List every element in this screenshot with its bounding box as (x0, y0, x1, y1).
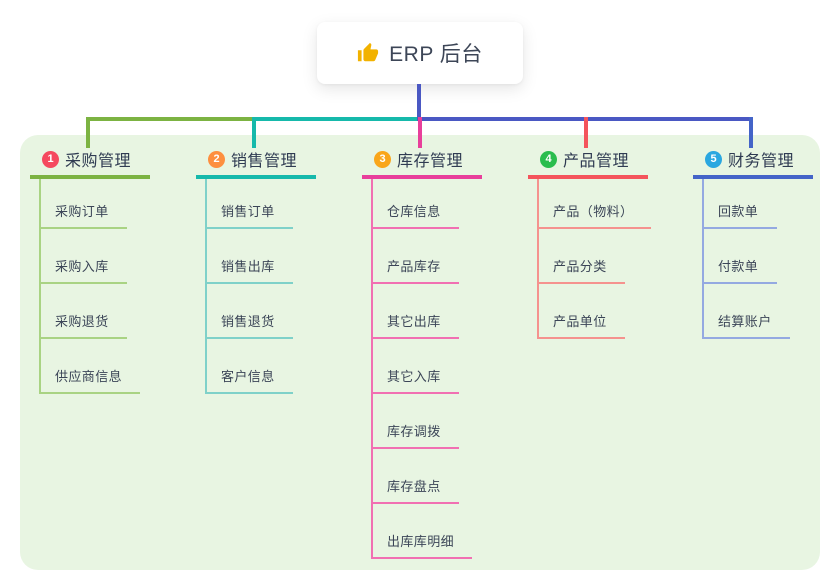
branch-node-2[interactable]: 2 销售管理 (208, 147, 297, 171)
branch-badge-1: 1 (42, 150, 59, 168)
branch-badge-5: 5 (705, 150, 722, 168)
branch-label-4: 产品管理 (563, 153, 630, 170)
branch-drop-line-5 (749, 117, 753, 148)
child-node[interactable]: 产品库存 (387, 259, 441, 274)
child-underline (39, 227, 127, 229)
branch-node-4[interactable]: 4 产品管理 (540, 147, 629, 171)
branch-underline-3 (362, 175, 482, 179)
child-underline (702, 282, 777, 284)
branch-label-5: 财务管理 (728, 153, 795, 170)
child-node[interactable]: 产品（物料） (553, 204, 634, 219)
branch-underline-1 (30, 175, 150, 179)
child-node[interactable]: 采购退货 (55, 314, 109, 329)
child-node[interactable]: 库存盘点 (387, 479, 441, 494)
child-node[interactable]: 产品分类 (553, 259, 607, 274)
branch-drop-line-1 (86, 117, 90, 148)
branch-spine-1 (39, 179, 41, 394)
branch-label-1: 采购管理 (65, 153, 132, 170)
branch-drop-line-4 (584, 117, 588, 148)
child-underline (702, 337, 790, 339)
child-node[interactable]: 供应商信息 (55, 369, 123, 384)
child-node[interactable]: 仓库信息 (387, 204, 441, 219)
branch-underline-4 (528, 175, 648, 179)
child-node[interactable]: 其它入库 (387, 369, 441, 384)
branch-label-3: 库存管理 (397, 153, 464, 170)
branch-node-5[interactable]: 5 财务管理 (705, 147, 794, 171)
child-underline (371, 447, 459, 449)
child-node[interactable]: 付款单 (718, 259, 759, 274)
branch-underline-2 (196, 175, 316, 179)
child-node[interactable]: 回款单 (718, 204, 759, 219)
branch-node-3[interactable]: 3 库存管理 (374, 147, 463, 171)
child-node[interactable]: 采购入库 (55, 259, 109, 274)
child-underline (371, 227, 459, 229)
child-underline (205, 337, 293, 339)
child-underline (205, 392, 293, 394)
branches-panel (20, 135, 820, 570)
child-node[interactable]: 客户信息 (221, 369, 275, 384)
thumbs-up-path (358, 42, 379, 62)
root-connector-trunk (417, 84, 421, 121)
child-node[interactable]: 销售订单 (221, 204, 275, 219)
branch-badge-3: 3 (374, 150, 391, 168)
child-underline (371, 282, 459, 284)
root-label: ERP 后台 (389, 43, 483, 66)
branch-node-1[interactable]: 1 采购管理 (42, 147, 131, 171)
branch-badge-4: 4 (540, 150, 557, 168)
branch-spine-3 (371, 179, 373, 559)
child-node[interactable]: 出库库明细 (387, 534, 455, 549)
child-node[interactable]: 结算账户 (718, 314, 772, 329)
branch-drop-line-2 (252, 117, 256, 148)
child-underline (39, 282, 127, 284)
child-node[interactable]: 其它出库 (387, 314, 441, 329)
child-node[interactable]: 销售退货 (221, 314, 275, 329)
branch-label-2: 销售管理 (231, 153, 298, 170)
root-node[interactable]: ERP 后台 (317, 22, 523, 84)
bus-segment-left (86, 117, 252, 121)
child-node[interactable]: 产品单位 (553, 314, 607, 329)
branch-spine-2 (205, 179, 207, 394)
branch-spine-4 (537, 179, 539, 339)
child-underline (371, 502, 459, 504)
child-node[interactable]: 采购订单 (55, 204, 109, 219)
bus-segment-middle (252, 117, 418, 121)
branch-badge-2: 2 (208, 150, 225, 168)
branch-drop-line-3 (418, 117, 422, 148)
branch-underline-5 (693, 175, 813, 179)
child-node[interactable]: 库存调拨 (387, 424, 441, 439)
child-underline (205, 227, 293, 229)
child-underline (371, 392, 459, 394)
child-underline (39, 392, 140, 394)
thumbs-up-icon (357, 42, 379, 64)
child-underline (537, 337, 625, 339)
child-underline (39, 337, 127, 339)
branch-spine-5 (702, 179, 704, 339)
child-underline (371, 337, 459, 339)
child-underline (537, 282, 625, 284)
child-underline (702, 227, 777, 229)
child-node[interactable]: 销售出库 (221, 259, 275, 274)
child-underline (537, 227, 651, 229)
child-underline (205, 282, 293, 284)
child-underline (371, 557, 472, 559)
